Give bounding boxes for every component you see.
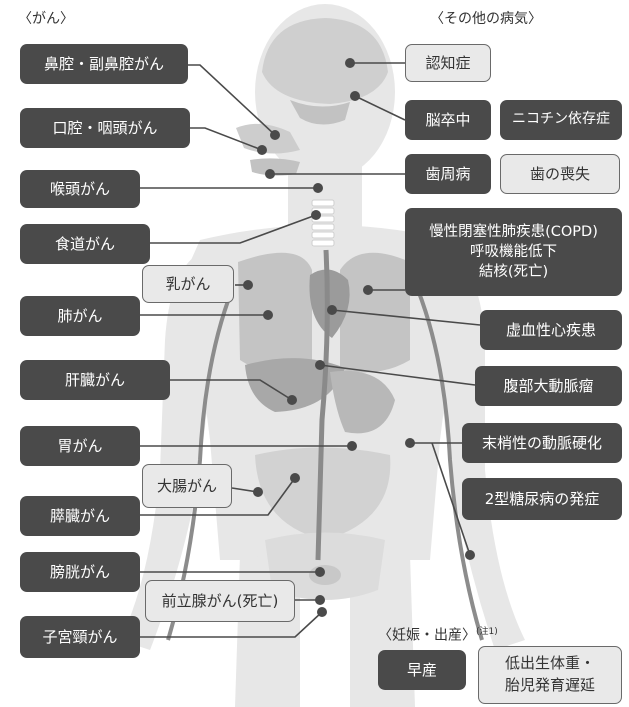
label-prostate-cancer: 前立腺がん(死亡) [145, 580, 295, 622]
line-oral [190, 127, 263, 151]
line-liver [170, 379, 293, 401]
label-breast-cancer: 乳がん [142, 265, 234, 303]
other-diseases-header: 〈その他の病気〉 [430, 11, 542, 27]
line-pancreas [140, 477, 296, 516]
label-stomach-cancer: 胃がん [20, 426, 140, 466]
label-preterm-birth: 早産 [378, 650, 466, 690]
label-nasal-cancer: 鼻腔・副鼻腔がん [20, 44, 188, 84]
label-stroke: 脳卒中 [405, 100, 491, 140]
label-esophageal-cancer: 食道がん [20, 224, 150, 264]
pregnancy-header: 〈妊娠・出産〉(注1) [378, 624, 498, 645]
line-pad-arm [431, 442, 471, 556]
line-esophagus [150, 214, 317, 244]
line-nasal [188, 64, 276, 136]
label-pancreatic-cancer: 膵臓がん [20, 496, 140, 536]
label-liver-cancer: 肝臓がん [20, 360, 170, 400]
label-low-birth-weight: 低出生体重・ 胎児発育遅延 [478, 646, 622, 704]
label-cervical-cancer: 子宮頸がん [20, 616, 140, 658]
label-lung-cancer: 肺がん [20, 296, 140, 336]
label-peripheral-arteriosclerosis: 末梢性の動脈硬化 [462, 423, 622, 463]
label-laryngeal-cancer: 喉頭がん [20, 170, 140, 208]
line-ihd [331, 309, 481, 326]
label-nicotine-dependence: ニコチン依存症 [500, 100, 622, 140]
label-dementia: 認知症 [405, 44, 491, 82]
label-type2-diabetes: 2型糖尿病の発症 [462, 478, 622, 520]
label-ischemic-heart-disease: 虚血性心疾患 [480, 310, 622, 350]
line-aaa [319, 364, 476, 386]
label-low-birth-weight-line2: 胎児発育遅延 [504, 676, 595, 694]
label-tuberculosis: 結核(死亡) [478, 264, 549, 281]
label-copd-group: 慢性閉塞性肺疾患(COPD) 呼吸機能低下 結核(死亡) [405, 208, 622, 296]
line-stroke [354, 95, 406, 121]
label-respiratory-decline: 呼吸機能低下 [470, 243, 557, 260]
line-cervix [140, 611, 323, 638]
label-bladder-cancer: 膀胱がん [20, 552, 140, 592]
pregnancy-note: (注1) [476, 627, 498, 637]
label-periodontal-disease: 歯周病 [405, 154, 491, 194]
cancer-header: 〈がん〉 [18, 11, 74, 27]
label-tooth-loss: 歯の喪失 [500, 154, 620, 194]
label-abdominal-aortic-aneurysm: 腹部大動脈瘤 [475, 366, 622, 406]
label-low-birth-weight-line1: 低出生体重・ [504, 654, 595, 673]
label-copd: 慢性閉塞性肺疾患(COPD) [429, 223, 598, 240]
pregnancy-header-text: 〈妊娠・出産〉 [378, 627, 476, 644]
label-colorectal-cancer: 大腸がん [142, 464, 232, 508]
label-oral-cancer: 口腔・咽頭がん [20, 108, 190, 148]
